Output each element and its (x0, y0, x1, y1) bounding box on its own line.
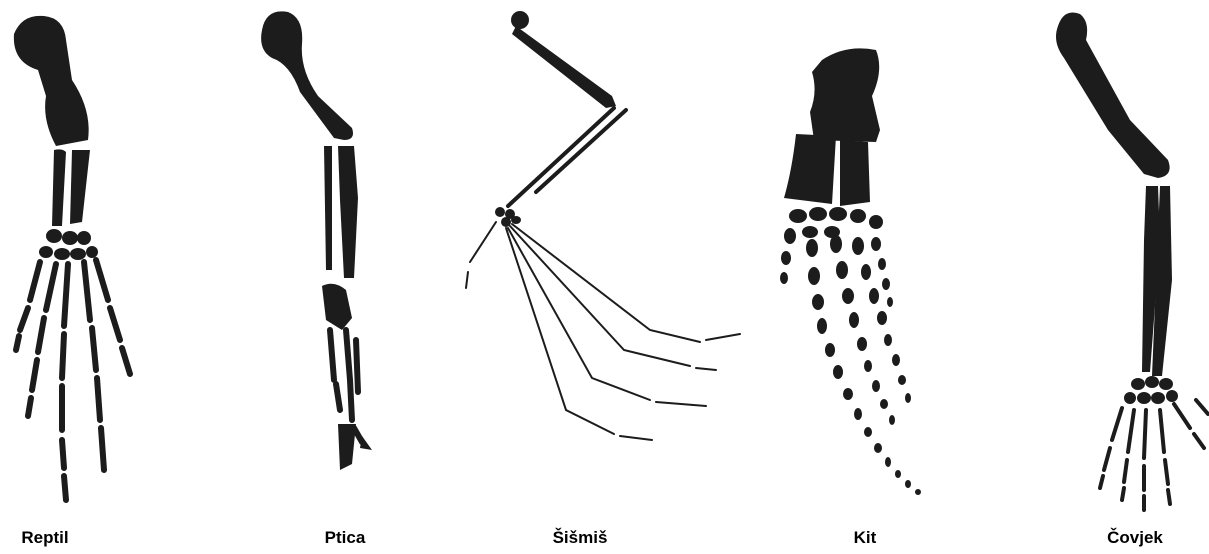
whale-limb (780, 48, 921, 495)
human-limb (1056, 13, 1208, 511)
reptile-limb (14, 16, 130, 500)
whale-ulna (840, 140, 870, 206)
whale-digits (780, 228, 921, 495)
whale-humerus (810, 48, 880, 142)
whale-radius (784, 134, 836, 204)
human-digits (1100, 400, 1208, 510)
human-humerus (1056, 13, 1170, 179)
label-reptile: Reptil (4, 528, 86, 550)
label-human: Čovjek (1090, 528, 1180, 550)
reptile-humerus (14, 16, 89, 146)
bat-humerus-head (511, 11, 529, 29)
bird-humerus (261, 11, 353, 140)
bird-radius (324, 146, 332, 270)
bird-carpometacarpus (322, 284, 352, 330)
label-whale: Kit (835, 528, 895, 550)
reptile-radius (52, 149, 66, 226)
reptile-digits (16, 260, 130, 500)
bird-ulna (338, 146, 358, 278)
bat-carpals (495, 207, 521, 227)
label-bird: Ptica (300, 528, 390, 550)
reptile-carpals (39, 229, 98, 260)
bat-limb (466, 11, 740, 440)
reptile-ulna (70, 150, 90, 224)
bat-digits (466, 222, 740, 440)
bird-limb (261, 11, 372, 470)
label-bat: Šišmiš (525, 528, 635, 550)
whale-carpals (789, 207, 883, 238)
bird-claw (338, 424, 356, 470)
bat-humerus (512, 26, 616, 108)
human-carpals (1124, 376, 1178, 404)
bat-forearm (508, 108, 626, 206)
